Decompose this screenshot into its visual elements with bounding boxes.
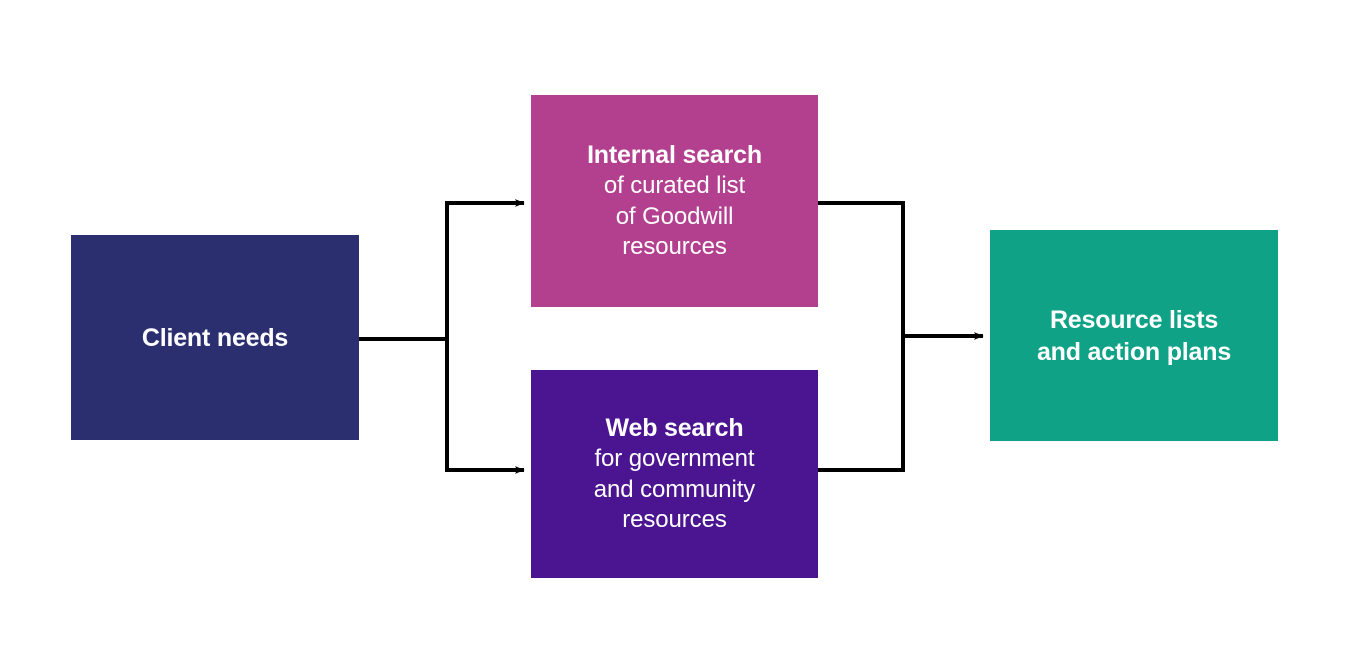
node-internal-search-title: Internal search bbox=[587, 140, 762, 169]
node-client-needs-title: Client needs bbox=[141, 323, 289, 352]
node-resource-lists[interactable]: Resource lists and action plans bbox=[990, 230, 1278, 441]
node-internal-search-subtitle: of curated list of Goodwill resources bbox=[603, 171, 746, 261]
node-client-needs[interactable]: Client needs bbox=[71, 235, 359, 440]
node-resource-lists-title: Resource lists and action plans bbox=[1036, 305, 1232, 366]
node-web-search-title: Web search bbox=[605, 413, 744, 442]
node-internal-search[interactable]: Internal search of curated list of Goodw… bbox=[531, 95, 818, 307]
node-web-search[interactable]: Web search for government and community … bbox=[531, 370, 818, 578]
node-web-search-subtitle: for government and community resources bbox=[593, 444, 756, 534]
